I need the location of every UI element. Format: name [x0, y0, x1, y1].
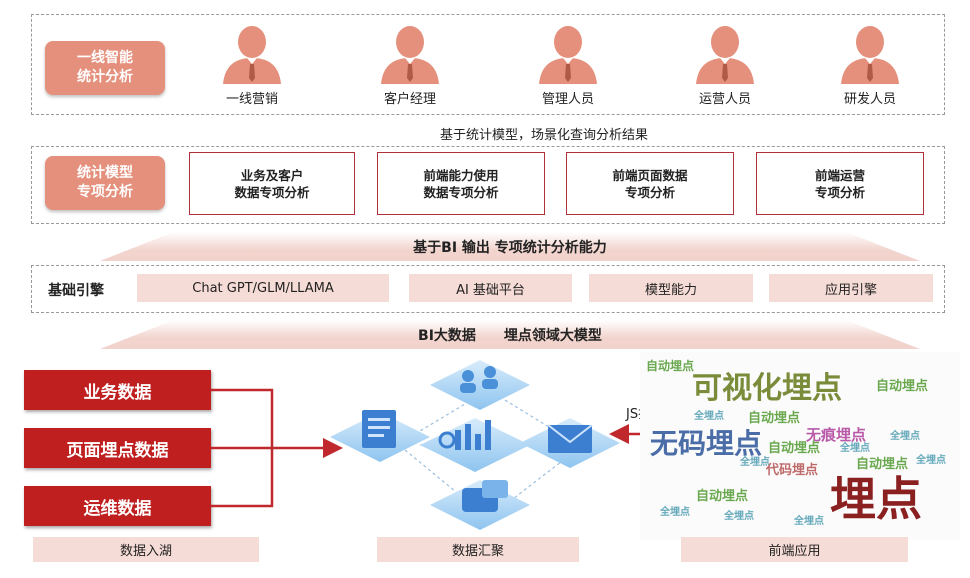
word-cloud-term: 全埋点	[890, 431, 920, 442]
word-cloud-term: 无痕埋点	[806, 426, 867, 444]
frontline-section	[31, 14, 945, 115]
word-cloud: 自动埋点可视化埋点自动埋点全埋点自动埋点无痕埋点无码埋点全埋点自动埋点自动埋点全…	[640, 352, 960, 540]
footer-data-aggregate: 数据汇聚	[377, 537, 579, 562]
role-name: 研发人员	[843, 92, 896, 107]
word-cloud-term: 全埋点	[694, 411, 724, 422]
source-page-tracking: 页面埋点数据	[24, 428, 211, 468]
chart-tile-icon	[420, 418, 530, 472]
role-name: 运营人员	[698, 92, 751, 107]
stat-section	[31, 146, 945, 224]
word-cloud-term: 自动埋点	[876, 379, 929, 394]
module-capability: 前端能力使用 数据专项分析	[377, 152, 545, 215]
person-icon	[381, 26, 439, 84]
band-bi: 基于BI 输出 专项统计分析能力	[100, 232, 920, 261]
people-tile-icon	[430, 360, 530, 410]
person-icon	[696, 26, 754, 84]
person-icon	[223, 26, 281, 84]
engine-section	[31, 265, 945, 313]
module-page-data: 前端页面数据 专项分析	[566, 152, 734, 215]
role-name: 一线营销	[225, 92, 278, 107]
band-bigdata: BI大数据 埋点领域大模型	[100, 320, 920, 349]
word-cloud-term: 自动埋点	[856, 457, 909, 472]
word-cloud-term: 全埋点	[724, 511, 754, 522]
chat-tile-icon	[430, 480, 530, 530]
document-tile-icon	[330, 410, 430, 462]
role-4: 研发人员	[830, 22, 910, 114]
engine-app: 应用引擎	[769, 274, 933, 302]
word-cloud-term: 全埋点	[916, 455, 946, 466]
word-cloud-term: 自动埋点	[696, 489, 749, 504]
word-cloud-term: 全埋点	[740, 457, 770, 468]
frontline-label: 一线智能 统计分析	[45, 41, 165, 95]
caption-stat: 基于统计模型，场景化查询分析结果	[440, 128, 649, 143]
person-icon	[841, 26, 899, 84]
person-icon	[539, 26, 597, 84]
role-2: 管理人员	[528, 22, 608, 114]
stat-label: 统计模型 专项分析	[45, 156, 165, 210]
source-ops: 运维数据	[24, 486, 211, 526]
role-0: 一线营销	[212, 22, 292, 114]
word-cloud-term: 全埋点	[794, 516, 824, 527]
role-3: 运营人员	[685, 22, 765, 114]
word-cloud-term: 自动埋点	[646, 359, 695, 373]
word-cloud-term: 全埋点	[840, 443, 870, 454]
source-connector	[211, 388, 343, 508]
module-business: 业务及客户 数据专项分析	[189, 152, 355, 215]
engine-model: 模型能力	[589, 274, 753, 302]
mail-tile-icon	[520, 418, 620, 468]
engine-label: 基础引擎	[48, 283, 104, 299]
engine-ai-platform: AI 基础平台	[409, 274, 572, 302]
role-name: 管理人员	[541, 92, 594, 107]
module-operation: 前端运营 专项分析	[756, 152, 924, 215]
word-cloud-term: 自动埋点	[768, 441, 821, 456]
word-cloud-term: 自动埋点	[748, 411, 801, 426]
word-cloud-term: 代码埋点	[766, 463, 819, 478]
role-name: 客户经理	[383, 92, 436, 107]
role-1: 客户经理	[370, 22, 450, 114]
footer-data-ingest: 数据入湖	[33, 537, 259, 562]
engine-chatgpt: Chat GPT/GLM/LLAMA	[137, 274, 389, 302]
source-business: 业务数据	[24, 370, 211, 410]
word-cloud-term: 全埋点	[660, 507, 690, 518]
word-cloud-term: 无码埋点	[650, 427, 763, 460]
word-cloud-term: 埋点	[830, 472, 922, 526]
footer-frontend-app: 前端应用	[681, 537, 908, 562]
word-cloud-term: 可视化埋点	[692, 371, 842, 406]
